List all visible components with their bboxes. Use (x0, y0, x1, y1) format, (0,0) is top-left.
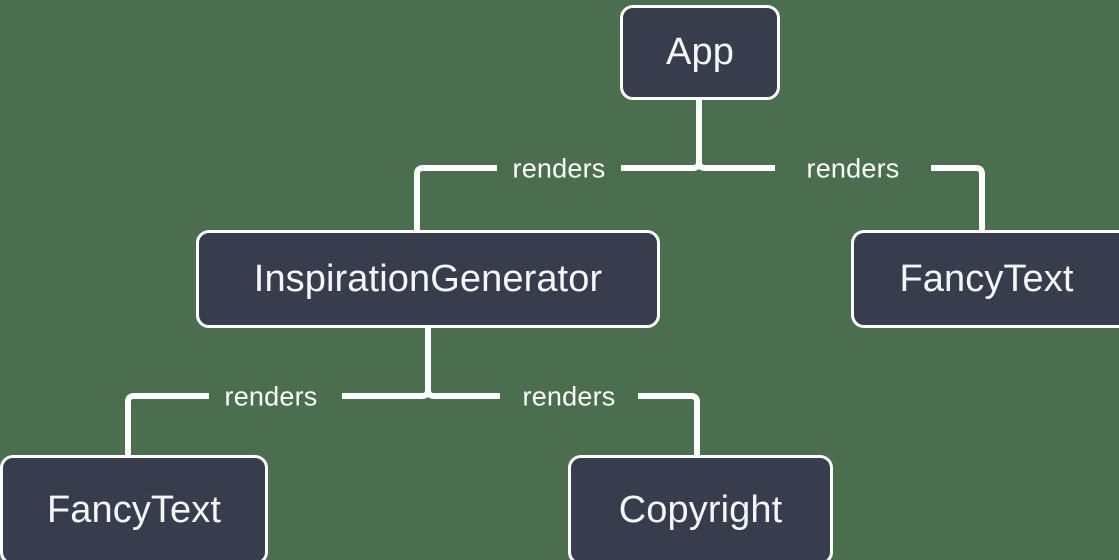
node-copyright[interactable]: Copyright (568, 455, 833, 560)
edge-inspiration-to-fancytext-arm-right (342, 389, 431, 399)
node-fancy-text-right[interactable]: FancyText (851, 230, 1119, 328)
edge-app-to-inspiration-drop (414, 165, 430, 230)
node-app[interactable]: App (620, 5, 780, 100)
edge-label-app-to-inspiration: renders (512, 153, 606, 184)
edge-app-to-inspiration-arm-right (621, 161, 702, 171)
edge-label-inspiration-to-fancytext: renders (224, 381, 318, 412)
edge-label-app-to-fancytext: renders (806, 153, 900, 184)
edge-app-to-fancytext-drop (931, 165, 985, 230)
edge-label-inspiration-to-copyright: renders (522, 381, 616, 412)
edge-inspiration-to-fancytext-drop (125, 393, 209, 455)
node-inspiration-generator[interactable]: InspirationGenerator (196, 230, 660, 328)
node-fancy-text-bottom[interactable]: FancyText (0, 455, 268, 560)
edge-inspiration-to-copyright-drop (638, 393, 700, 455)
edge-inspiration-to-copyright-arm-left (425, 389, 500, 399)
edge-app-to-fancytext-arm-left (696, 161, 775, 171)
